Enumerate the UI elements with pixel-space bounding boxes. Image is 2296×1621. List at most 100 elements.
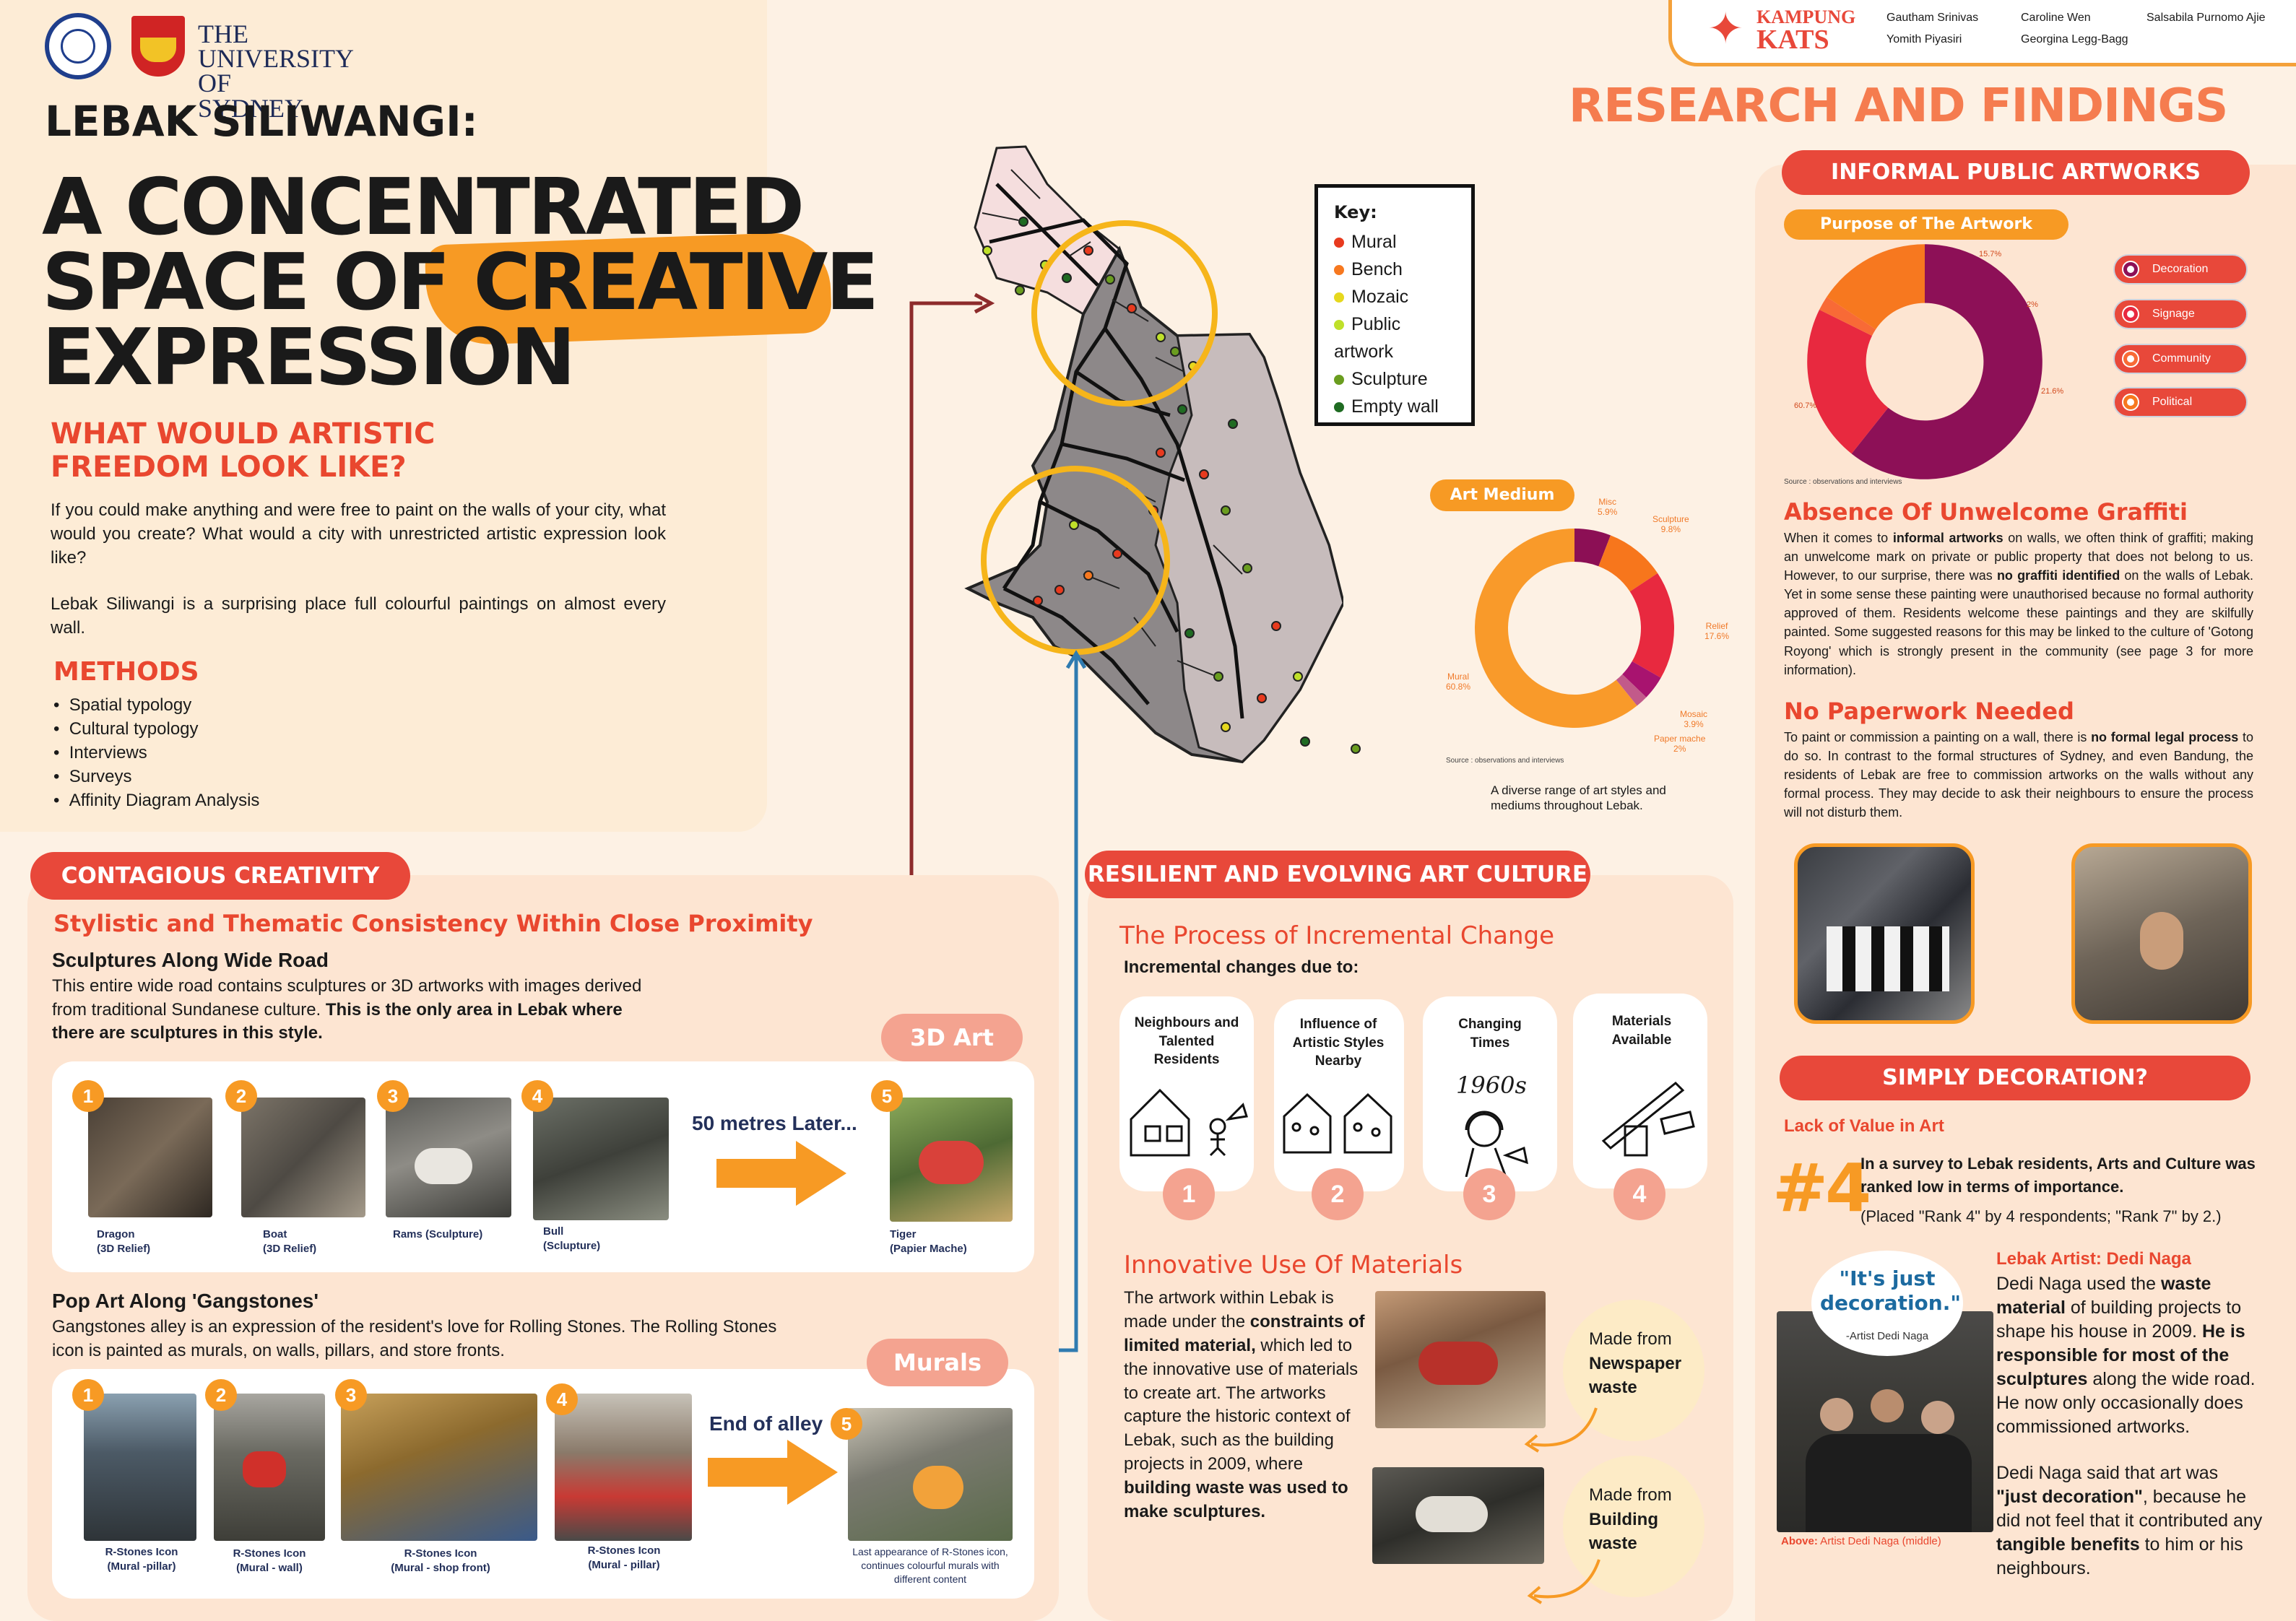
legend-decoration: Decoration: [2113, 254, 2248, 284]
method-item: • Affinity Diagram Analysis: [53, 791, 260, 811]
contagious-title: CONTAGIOUS CREATIVITY: [30, 852, 410, 900]
team-header: [1668, 0, 2296, 66]
rank-number: #4: [1772, 1150, 1871, 1227]
caption-dragon: Dragon (3D Relief): [97, 1227, 150, 1257]
arrow-right-icon: [716, 1141, 846, 1206]
caption-line: (3D Relief): [97, 1243, 151, 1256]
photo-bull-sculpture: [533, 1098, 669, 1220]
text-bold: no formal legal process: [2091, 730, 2239, 744]
map-marker: [1257, 693, 1267, 703]
map-marker: [1242, 563, 1252, 573]
purpose-pct: 60.7%: [1794, 401, 1817, 410]
photo-dragon-relief: [88, 1098, 212, 1217]
purpose-source: Source : observations and interviews: [1784, 478, 1902, 486]
key-dot: [1334, 402, 1344, 412]
caption-rstones-3: R-Stones Icon(Mural - shop front): [376, 1547, 506, 1576]
artist-paragraph-1: Dedi Naga used the waste material of bui…: [1996, 1272, 2263, 1439]
text-bold: informal artworks: [1892, 531, 2003, 545]
map-key-item: Sculpture: [1334, 365, 1455, 393]
donut-slice-decoration: [1851, 244, 2042, 479]
kicker: LEBAK SILIWANGI:: [45, 97, 478, 146]
text-run: , because he did not feel that it contri…: [1996, 1487, 2263, 1531]
made-material: Newspaper waste: [1589, 1353, 1682, 1398]
caption-line: Rams (Sculpture): [393, 1228, 483, 1240]
caption-rams: Rams (Sculpture): [393, 1227, 482, 1242]
slice-name: Sculpture: [1652, 514, 1689, 524]
photo-rams-sculpture: [386, 1098, 511, 1217]
photo-building-waste-sculpture: [1372, 1467, 1544, 1564]
photo-last-appearance: [848, 1408, 1013, 1541]
innovative-text: The artwork within Lebak is made under t…: [1124, 1287, 1366, 1524]
map-marker: [1156, 448, 1166, 458]
intro-panel: [0, 0, 767, 832]
map-marker: [1213, 672, 1223, 682]
method-item: • Surveys: [53, 767, 132, 787]
map-marker: [982, 245, 992, 256]
caption-boat: Boat(3D Relief): [263, 1227, 316, 1257]
caption-line: R-Stones Icon: [587, 1544, 661, 1557]
donut-slice-mural: [1475, 529, 1637, 728]
resilient-title: RESILIENT AND EVOLVING ART CULTURE: [1085, 851, 1590, 898]
map-key-item: Bench: [1334, 256, 1455, 283]
change-card-3: [1423, 996, 1557, 1191]
caption-line: Dragon: [97, 1228, 135, 1240]
key-label: Mural: [1351, 232, 1397, 252]
slice-name: Mosaic: [1680, 709, 1708, 719]
cat-logo-icon: ✦: [1707, 4, 1744, 53]
map-marker: [1351, 744, 1361, 754]
team-logo: KAMPUNG KATS: [1756, 6, 1856, 55]
title-highlight: CREATIVE: [473, 238, 879, 328]
title-line-2: SPACE OF CREATIVE: [42, 244, 879, 322]
number-badge: 2: [225, 1080, 257, 1112]
made-label: Made from: [1589, 1329, 1672, 1349]
map-key-item: Mural: [1334, 228, 1455, 256]
donut-slice-mosaic: [1622, 661, 1661, 697]
card-label: Changing Times: [1458, 1017, 1522, 1051]
main-title: A CONCENTRATED SPACE OF CREATIVE EXPRESS…: [42, 162, 879, 397]
caption-rstones-1: R-Stones Icon(Mural -pillar): [91, 1545, 192, 1575]
purpose-label: Purpose of The Artwork: [1784, 209, 2068, 240]
photo-boat-relief: [241, 1098, 365, 1217]
text-run: Dedi Naga said that art was: [1996, 1463, 2219, 1483]
caption-tiger: Tiger(Papier Mache): [890, 1227, 967, 1257]
author: Yomith Piyasiri: [1886, 33, 1962, 45]
end-alley-label: End of alley: [709, 1412, 823, 1435]
slice-pct: 2%: [1673, 744, 1686, 754]
slice-name: Mural: [1447, 672, 1470, 682]
map-key-item: Mozaic: [1334, 283, 1455, 310]
map-key-item: Public artwork: [1334, 310, 1455, 365]
graffiti-title: Absence Of Unwelcome Graffiti: [1784, 498, 2188, 526]
purpose-pct: 15.7%: [1979, 250, 2002, 258]
team-logo-bottom: KATS: [1756, 24, 1829, 55]
tools-sketch-icon: [1601, 1081, 1695, 1157]
card-label: Materials Available: [1611, 1014, 1672, 1048]
photo-painting-ground: [2071, 843, 2252, 1024]
map-marker: [1199, 469, 1209, 479]
process-title: The Process of Incremental Change: [1119, 921, 1555, 950]
method-label: Spatial typology: [69, 695, 192, 715]
author: Salsabila Purnomo Ajie: [2146, 12, 2266, 24]
survey-note: (Placed "Rank 4" by 4 respondents; "Rank…: [1860, 1207, 2222, 1225]
intro-paragraph-2: Lebak Siliwangi is a surprising place fu…: [51, 594, 666, 638]
method-item: • Interviews: [53, 743, 147, 763]
text-bold: no graffiti identified: [1996, 568, 2120, 583]
text-bold: "just decoration": [1996, 1487, 2143, 1507]
key-label: Empty wall: [1351, 396, 1439, 417]
art-medium-label: Art Medium: [1430, 479, 1574, 511]
research-heading: RESEARCH AND FINDINGS: [1569, 79, 2228, 133]
number-badge: 5: [871, 1080, 903, 1112]
title-line-1: A CONCENTRATED: [42, 162, 805, 253]
legend-political: Political: [2113, 387, 2248, 417]
question-line-2: FREEDOM LOOK LIKE?: [51, 451, 407, 484]
caption-line: (Sclupture): [543, 1240, 601, 1253]
team-logo-top: KAMPUNG: [1756, 6, 1856, 27]
map-marker: [1228, 419, 1238, 429]
highlight-circle-north: [1031, 220, 1218, 407]
number-badge: 2: [205, 1379, 237, 1411]
text-run: on the walls of Lebak. Yet in some sense…: [1784, 568, 2253, 677]
